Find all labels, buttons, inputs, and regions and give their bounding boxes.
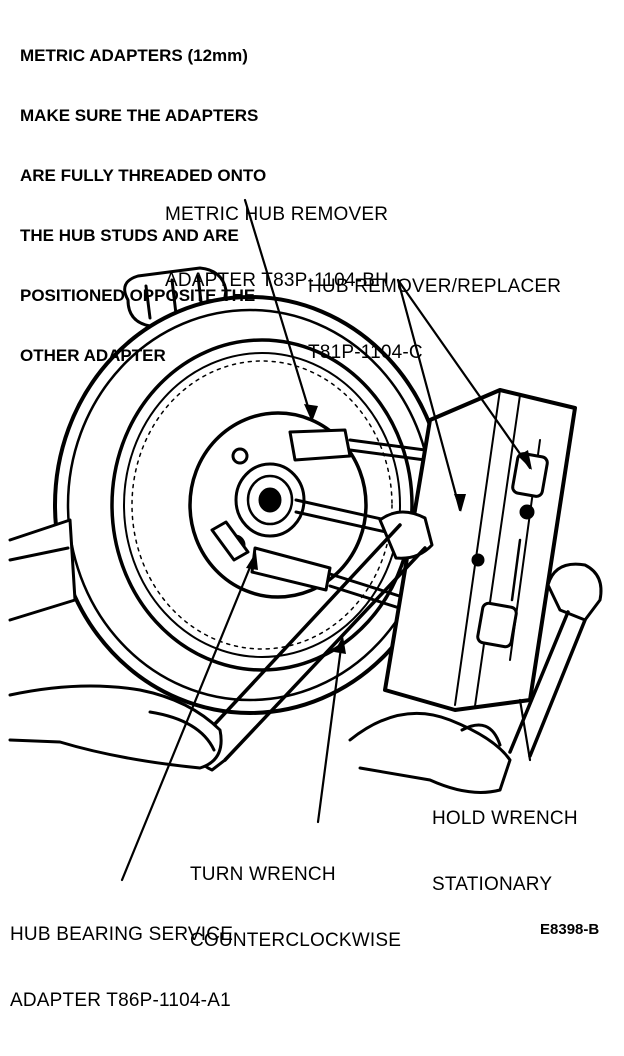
callout-line: ADAPTER T86P-1104-A1 — [10, 990, 231, 1011]
leader-remover-replacer-a — [396, 278, 532, 470]
note-line: THE HUB STUDS AND ARE — [20, 226, 239, 245]
note-line: MAKE SURE THE ADAPTERS — [20, 106, 259, 125]
note-line: POSITIONED OPPOSITE THE — [20, 286, 256, 305]
callout-hub-remover-replacer: HUB REMOVER/REPLACER T81P-1104-C — [308, 232, 561, 408]
callout-line: TURN WRENCH — [190, 864, 336, 885]
note-text: METRIC ADAPTERS (12mm) MAKE SURE THE ADA… — [20, 6, 266, 406]
callout-line: METRIC HUB REMOVER — [165, 204, 389, 225]
diagram-canvas: METRIC ADAPTERS (12mm) MAKE SURE THE ADA… — [8, 6, 603, 1011]
turn-wrench — [195, 510, 434, 772]
callout-line: HOLD WRENCH — [432, 808, 578, 829]
callout-line: ADAPTER T83P-1104-BH — [165, 270, 389, 291]
hold-wrench — [508, 562, 603, 758]
callout-line: T81P-1104-C — [308, 342, 423, 363]
note-line: ARE FULLY THREADED ONTO — [20, 166, 267, 185]
callout-line: COUNTERCLOCKWISE — [190, 930, 402, 951]
leader-metric-hub-remover — [243, 198, 314, 422]
hands — [8, 684, 512, 794]
leader-hold-wrench — [518, 698, 532, 762]
callout-line: STATIONARY — [432, 874, 553, 895]
leader-turn-wrench — [316, 638, 344, 824]
callout-line: HUB REMOVER/REPLACER — [308, 276, 562, 297]
leader-hub-bearing-service — [120, 553, 257, 882]
callout-hub-bearing-service: HUB BEARING SERVICE ADAPTER T86P-1104-A1 — [10, 880, 233, 1056]
callout-metric-hub-remover: METRIC HUB REMOVER ADAPTER T83P-1104-BH — [165, 160, 389, 336]
hub-removal-illustration — [8, 198, 603, 882]
figure-code: E8398-B — [540, 921, 600, 938]
callout-turn-wrench: TURN WRENCH COUNTERCLOCKWISE — [190, 820, 401, 996]
note-line: OTHER ADAPTER — [20, 346, 166, 365]
note-line: METRIC ADAPTERS (12mm) — [20, 46, 248, 65]
remover-bar — [383, 388, 577, 712]
axle-arm — [8, 518, 77, 622]
leader-lines — [120, 198, 532, 882]
callout-hold-wrench: HOLD WRENCH STATIONARY — [432, 764, 578, 940]
leader-remover-replacer-b — [396, 278, 462, 512]
callout-line: HUB BEARING SERVICE — [10, 924, 234, 945]
